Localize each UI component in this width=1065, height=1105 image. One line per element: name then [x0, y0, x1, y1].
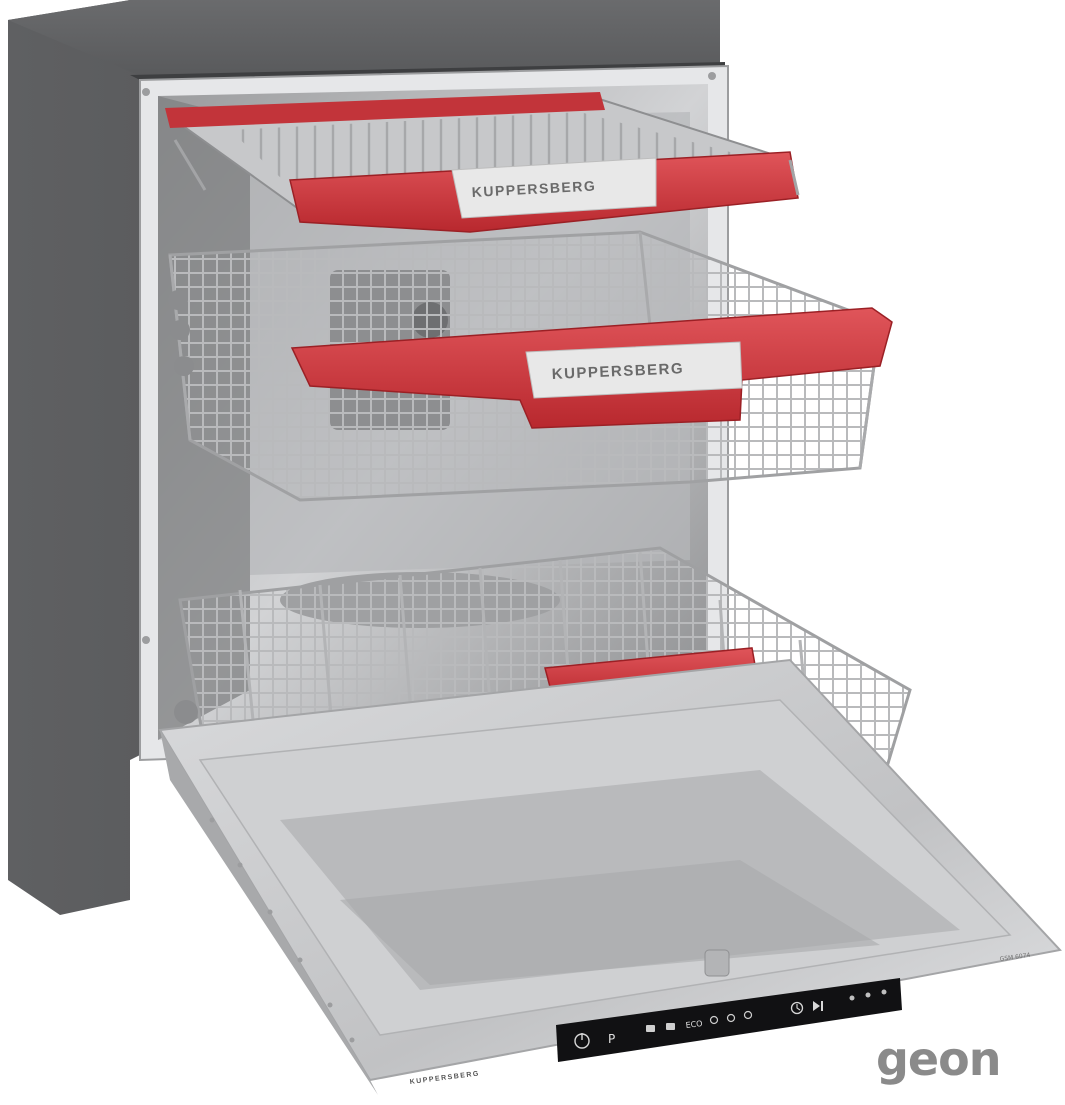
control-panel: P ECO GSM 6074 — [556, 952, 1031, 1062]
start-pause-icon[interactable] — [813, 1001, 823, 1011]
delay-timer-icon[interactable] — [790, 1001, 804, 1015]
door-brand-label: KUPPERSBERG — [409, 1070, 480, 1086]
program-button[interactable]: P — [608, 1032, 615, 1046]
watermark: geon — [876, 1032, 1001, 1086]
middle-rack-brand-label: KUPPERSBERG — [551, 360, 684, 383]
eco-button[interactable]: ECO — [685, 1019, 703, 1030]
indicator-icons — [849, 989, 887, 1001]
model-label: GSM 6074 — [999, 952, 1031, 963]
program-icons[interactable] — [646, 1023, 675, 1032]
door[interactable] — [158, 658, 1062, 1095]
option-icons[interactable] — [709, 1010, 753, 1025]
power-button[interactable] — [574, 1033, 590, 1049]
top-rack[interactable]: KUPPERSBERG — [165, 92, 800, 233]
top-rack-brand-label: KUPPERSBERG — [471, 177, 596, 200]
middle-rack[interactable]: KUPPERSBERG — [168, 230, 893, 502]
